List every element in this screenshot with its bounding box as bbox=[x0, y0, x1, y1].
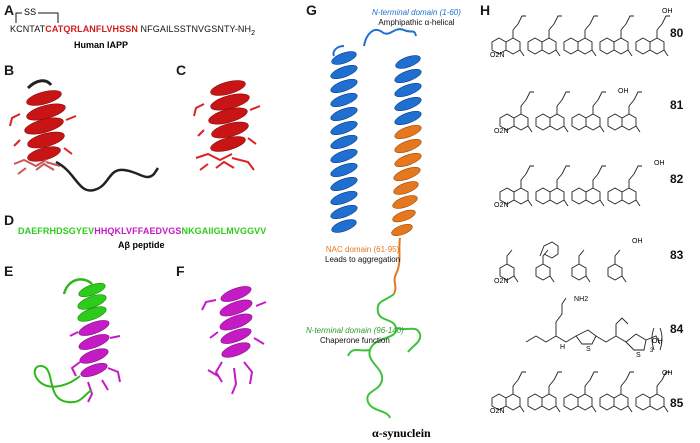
iapp-caption: Human IAPP bbox=[74, 40, 129, 50]
panel-label-e: E bbox=[4, 263, 14, 279]
synuclein-structure bbox=[330, 28, 422, 419]
domain3-subtitle: Chaperone function bbox=[320, 336, 390, 345]
no2-label-80: O2N bbox=[490, 52, 505, 59]
oh-label-81: OH bbox=[618, 88, 629, 95]
abeta-structure-helix bbox=[201, 286, 267, 395]
iapp-seq-helix: CATQRLANFLVHSSN bbox=[45, 24, 138, 34]
oh-label-84: OH bbox=[652, 338, 663, 345]
nh-label-84: H bbox=[560, 344, 566, 351]
panel-label-d: D bbox=[4, 212, 15, 228]
iapp-seq-end: NFGAILSSTNVGSNTY-NH bbox=[140, 24, 252, 34]
compound-83-label: 83 bbox=[670, 248, 684, 262]
compound-82-label: 82 bbox=[670, 172, 684, 186]
compound-85-label: 85 bbox=[670, 396, 684, 410]
s-label-84b: S bbox=[636, 352, 641, 359]
iapp-seq-start: KCNTAT bbox=[10, 24, 46, 34]
domain2-title: NAC domain (61-95) bbox=[325, 245, 400, 254]
compound-83-structure bbox=[499, 241, 627, 283]
compound-84-label: 84 bbox=[670, 322, 684, 336]
abeta-seq-start: DAEFRHDSGYEV bbox=[18, 226, 95, 236]
abeta-sequence: DAEFRHDSGYEVHHQKLVFFAEDVGSNKGAIIGLMVGGVV bbox=[18, 226, 266, 236]
iapp-structure-helix bbox=[193, 80, 261, 171]
compound-81-structure bbox=[499, 91, 643, 133]
disulfide-label: SS bbox=[22, 7, 39, 17]
no2-label-83: O2N bbox=[494, 278, 509, 285]
iapp-seq-subscript: 2 bbox=[251, 29, 256, 37]
domain2-label: NAC domain (61-95) Leads to aggregation bbox=[325, 245, 400, 265]
compound-81-label: 81 bbox=[670, 98, 684, 112]
disulfide-bridge bbox=[15, 12, 59, 23]
domain1-subtitle: Amphipathic α-helical bbox=[378, 18, 455, 27]
domain2-subtitle: Leads to aggregation bbox=[325, 255, 401, 264]
abeta-seq-core: HHQKLVFFAEDVGS bbox=[94, 226, 182, 236]
abeta-caption: Aβ peptide bbox=[118, 240, 165, 250]
compound-structures bbox=[491, 15, 671, 413]
panel-label-a: A bbox=[4, 2, 15, 18]
domain1-label: N-terminal domain (1-60) Amphipathic α-h… bbox=[372, 8, 461, 28]
domain1-title: N-terminal domain (1-60) bbox=[372, 8, 461, 17]
compound-80-structure bbox=[491, 15, 671, 57]
panel-label-b: B bbox=[4, 62, 15, 78]
no2-label-81: O2N bbox=[494, 128, 509, 135]
no2-label-85: O2N bbox=[490, 408, 505, 415]
iapp-structure-full bbox=[9, 79, 160, 192]
oh-label-82: OH bbox=[654, 160, 665, 167]
compound-82-structure bbox=[499, 165, 643, 207]
panel-label-g: G bbox=[306, 2, 317, 18]
oh-label-85: OH bbox=[662, 370, 673, 377]
abeta-structure-full bbox=[33, 278, 121, 404]
synuclein-name: α-synuclein bbox=[372, 426, 431, 440]
oh-label-83: OH bbox=[632, 238, 643, 245]
compound-84-structure bbox=[525, 297, 663, 351]
nh2-label-84: NH2 bbox=[574, 296, 589, 303]
compound-85-structure bbox=[491, 371, 671, 413]
domain3-label: N-terminal domain (96-140) Chaperone fun… bbox=[306, 326, 404, 346]
panel-label-h: H bbox=[480, 2, 491, 18]
panel-label-c: C bbox=[176, 62, 187, 78]
s-label-84a: S bbox=[586, 346, 591, 353]
compound-80-label: 80 bbox=[670, 26, 684, 40]
abeta-seq-end: NKGAIIGLMVGGVV bbox=[181, 226, 267, 236]
repeat-label-84: 3 bbox=[650, 348, 654, 354]
iapp-sequence: KCNTATCATQRLANFLVHSSN NFGAILSSTNVGSNTY-N… bbox=[10, 24, 255, 37]
no2-label-82: O2N bbox=[494, 202, 509, 209]
panel-label-f: F bbox=[176, 263, 185, 279]
domain3-title: N-terminal domain (96-140) bbox=[306, 326, 404, 335]
oh-label-80: OH bbox=[662, 8, 673, 15]
